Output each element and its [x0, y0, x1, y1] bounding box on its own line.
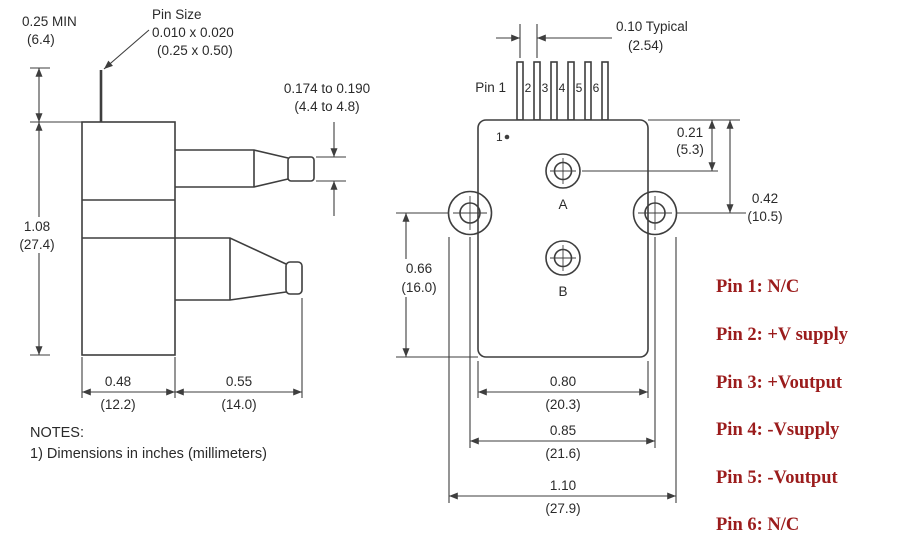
dim-pin-pitch: 0.10 Typical: [616, 19, 688, 34]
top-port-tip: [287, 156, 315, 182]
pin-size-in: 0.010 x 0.020: [152, 25, 234, 40]
dim-port-od: 0.174 to 0.190: [284, 81, 370, 96]
side-view: [81, 70, 315, 356]
pin1-index-mark: 1: [496, 130, 503, 144]
pinout-line-4: Pin 4: -Vsupply: [716, 420, 840, 440]
dim-hole-to-bottom-mm: (16.0): [401, 280, 436, 295]
pin-5: [584, 61, 592, 121]
pin-number-4: 4: [559, 81, 566, 95]
pinout-line-6: Pin 6: N/C: [716, 515, 799, 535]
dim-pin-min-length-mm: (6.4): [27, 32, 55, 47]
dim-hole-span-mm: (21.6): [545, 446, 580, 461]
port-b-outer: [545, 240, 581, 276]
pin1-label: Pin 1: [475, 80, 506, 95]
pinout-line-5: Pin 5: -Voutput: [716, 468, 838, 488]
bottom-port-tip: [285, 261, 303, 295]
port-b-label: B: [558, 284, 567, 299]
dim-hole-span: 0.85: [550, 423, 576, 438]
notes: NOTES: 1) Dimensions in inches (millimet…: [30, 425, 267, 462]
dim-body-height: 1.08: [24, 219, 50, 234]
pin-1: [516, 61, 524, 121]
pin1-index-dot: [504, 134, 510, 140]
dim-hole-to-bottom: 0.66: [406, 261, 432, 276]
pin-number-2: 2: [525, 81, 532, 95]
pin-4: [567, 61, 575, 121]
dim-hole-offset: 0.42: [752, 191, 778, 206]
dim-pin-min-length: 0.25 MIN: [22, 14, 77, 29]
dim-front-body-width-mm: (20.3): [545, 397, 580, 412]
dim-pin-pitch-mm: (2.54): [628, 38, 663, 53]
pin-6: [601, 61, 609, 121]
dim-body-height-mm: (27.4): [19, 237, 54, 252]
dim-overall-width-mm: (27.9): [545, 501, 580, 516]
dim-hole-offset-mm: (10.5): [747, 209, 782, 224]
dim-front-body-width: 0.80: [550, 374, 576, 389]
dim-port-a-offset: 0.21: [677, 125, 703, 140]
sensor-body-front: [477, 119, 649, 358]
dim-body-width: 0.48: [105, 374, 131, 389]
pin-number-3: 3: [542, 81, 549, 95]
pinout-line-3: Pin 3: +Voutput: [716, 373, 843, 393]
port-a-outer: [545, 153, 581, 189]
pin-2: [533, 61, 541, 121]
dim-overall-width: 1.10: [550, 478, 576, 493]
notes-item-1: 1) Dimensions in inches (millimeters): [30, 446, 267, 462]
pin-3: [550, 61, 558, 121]
port-a-label: A: [558, 197, 567, 212]
side-view-dimensions: 0.25 MIN (6.4) 1.08 (27.4) Pin Size 0.01…: [15, 7, 370, 412]
pinout-line-2: Pin 2: +V supply: [716, 325, 849, 345]
notes-title: NOTES:: [30, 425, 84, 441]
dim-port-length: 0.55: [226, 374, 252, 389]
dim-port-od-mm: (4.4 to 4.8): [294, 99, 359, 114]
pin-size-title: Pin Size: [152, 7, 202, 22]
pinout-list: Pin 1: N/C Pin 2: +V supply Pin 3: +Vout…: [716, 277, 849, 535]
pin-size-mm: (0.25 x 0.50): [157, 43, 233, 58]
front-view: 1 A B: [447, 61, 678, 358]
pin-number-5: 5: [576, 81, 583, 95]
dim-body-width-mm: (12.2): [100, 397, 135, 412]
pin-number-6: 6: [593, 81, 600, 95]
label-backing: [395, 259, 443, 297]
dim-port-length-mm: (14.0): [221, 397, 256, 412]
pinout-line-1: Pin 1: N/C: [716, 277, 799, 297]
top-port-lower-edge: [175, 178, 289, 188]
dim-port-a-offset-mm: (5.3): [676, 142, 704, 157]
label-backing: [15, 217, 61, 253]
leader-pin-size: [103, 29, 150, 70]
top-port-upper-edge: [175, 149, 289, 159]
front-view-dimensions: 0.10 Typical (2.54) Pin 1 2 3 4 5 6 0.21…: [395, 19, 783, 516]
